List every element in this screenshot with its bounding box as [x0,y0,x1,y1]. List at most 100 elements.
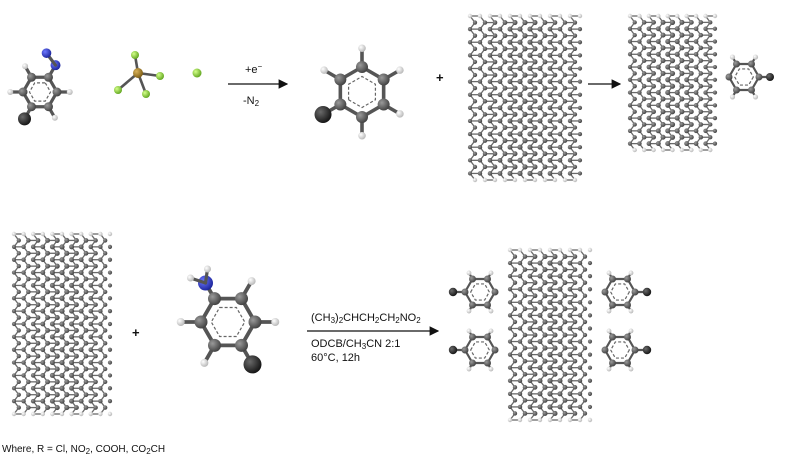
tube-carbon [107,270,113,275]
tube-carbon [26,302,31,307]
tube-carbon [512,111,518,117]
tube-carbon [527,404,533,410]
tube-carbon [542,138,548,144]
tube-carbon [527,92,533,98]
tube-carbon [527,26,533,32]
tube-carbon [103,276,108,282]
tube-carbon [537,260,543,266]
tube-carbon [467,27,473,32]
tube-end-hydrogen [587,247,593,253]
tube-carbon [507,26,513,32]
tube-carbon [517,170,523,176]
tube-carbon [665,102,671,108]
tube-carbon [502,20,508,25]
tube-end-hydrogen [11,231,17,237]
tube-carbon [16,366,21,372]
tube-carbon [40,385,46,391]
tube-carbon [497,157,503,163]
tube-end-hydrogen [712,13,718,19]
tube-carbon [30,385,36,391]
tube-carbon [59,385,65,391]
tube-carbon [552,33,558,39]
tube-carbon [49,334,55,340]
tube-carbon [637,77,642,83]
tube-carbon [547,365,553,371]
aromatic-ring-dashes [470,341,490,359]
tube-carbon [542,59,548,65]
tube-carbon [78,385,84,391]
tube-carbon [708,32,713,38]
tube-carbon [507,157,513,163]
tube-end-hydrogen [660,147,666,153]
tube-end-hydrogen [577,247,583,253]
tube-carbon [69,347,75,353]
tube-carbon [517,118,523,124]
tube-carbon [83,315,89,320]
tube-carbon [547,66,553,71]
tube-end-hydrogen [487,13,493,19]
carbon-atom [624,333,631,341]
tube-carbon [703,64,708,70]
tube-carbon [669,109,676,115]
r-group-atom [18,112,31,126]
tube-carbon [562,138,568,143]
tube-carbon [669,32,676,38]
tube-end-hydrogen [507,247,513,253]
tube-end-hydrogen [517,417,523,423]
tube-carbon [693,115,699,121]
tube-carbon [537,144,543,150]
tube-carbon [632,122,637,127]
tube-carbon [16,405,21,410]
tube-carbon [557,39,563,45]
carbon-atom [624,275,631,283]
arrow-1-label-top: +e− [245,62,263,76]
tube-carbon [507,326,513,331]
tube-carbon [93,353,98,359]
carbon-atom [235,338,248,352]
tube-carbon [507,66,513,71]
attached-aryl-group-left [448,270,499,314]
tube-carbon [532,164,538,170]
tube-carbon [689,83,694,89]
tube-carbon [532,267,538,273]
tube-carbon [522,254,528,259]
r-group-atom [642,287,652,297]
condition-solvent: ODCB/CH3CN 2:1 [311,338,401,351]
tube-carbon [517,52,523,58]
tube-carbon [655,115,661,121]
tube-carbon [512,280,518,285]
tube-end-hydrogen [107,231,113,237]
tube-end-hydrogen [477,13,483,19]
tube-carbon [103,302,108,307]
tube-carbon [651,83,656,89]
tube-carbon [517,287,523,292]
tube-carbon [587,274,593,279]
tube-carbon [26,251,31,256]
tube-carbon [577,40,583,45]
tube-carbon [665,128,671,134]
tube-carbon [107,321,113,327]
carbon-atom [44,72,53,82]
tube-carbon [567,79,573,84]
tube-carbon [632,20,637,25]
tube-carbon [552,358,558,364]
tube-carbon [54,327,60,333]
tube-carbon [557,273,563,279]
tube-carbon [103,263,108,269]
tube-carbon [487,79,493,84]
hydrogen-atom [752,94,759,100]
tube-carbon [637,103,642,108]
tube-carbon [572,280,578,285]
tube-carbon [552,98,558,104]
tube-carbon [45,327,51,333]
tube-carbon [552,267,558,273]
tube-carbon [467,118,473,124]
tube-carbon [708,135,713,140]
tube-carbon [507,105,513,111]
tube-carbon [93,392,98,397]
tube-carbon [11,244,17,249]
tube-carbon [582,385,588,390]
tube-end-hydrogen [547,417,553,423]
tube-carbon [693,26,699,32]
